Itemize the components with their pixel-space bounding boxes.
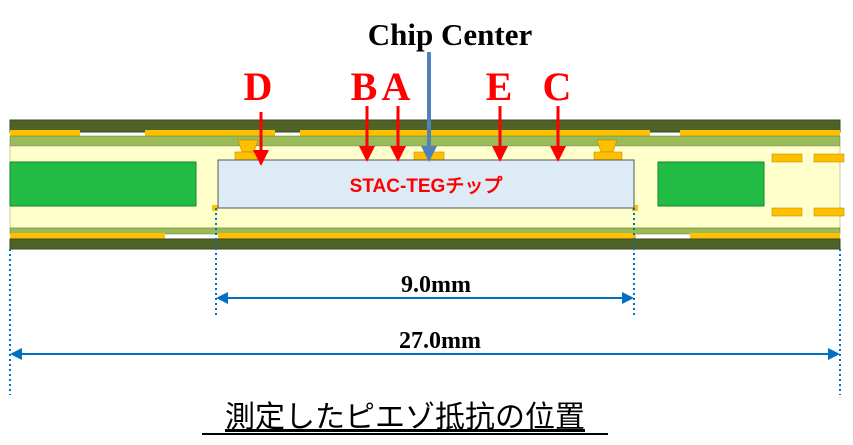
marker-arrow-e [492,146,508,162]
marker-label-b: B [351,64,378,109]
marker-d: D [244,64,273,166]
stac-teg-chip: STAC-TEGチップ [217,159,635,209]
marker-label-e: E [486,64,513,109]
marker-label-a: A [382,64,411,109]
package-substrate [9,119,845,250]
caption: 測定したピエゾ抵抗の位置 [225,401,585,434]
marker-arrow-a [390,146,406,162]
marker-e: E [486,64,513,162]
marker-a: A [382,64,411,162]
chip-center-arrow [421,52,437,162]
marker-arrow-d [253,150,269,166]
chip-center-title: Chip Center [368,17,533,52]
marker-label-c: C [543,64,572,109]
package-width-dimension: 27.0mm [9,249,841,395]
marker-arrow-c [550,146,566,162]
marker-c: C [543,64,572,162]
chip-width-dimension: 9.0mm [215,208,635,318]
marker-b: B [351,64,378,162]
package-width-label: 27.0mm [399,328,481,354]
marker-label-d: D [244,64,273,109]
marker-arrow-b [359,146,375,162]
chip-width-label: 9.0mm [401,272,471,298]
chip-label: STAC-TEGチップ [350,174,504,197]
